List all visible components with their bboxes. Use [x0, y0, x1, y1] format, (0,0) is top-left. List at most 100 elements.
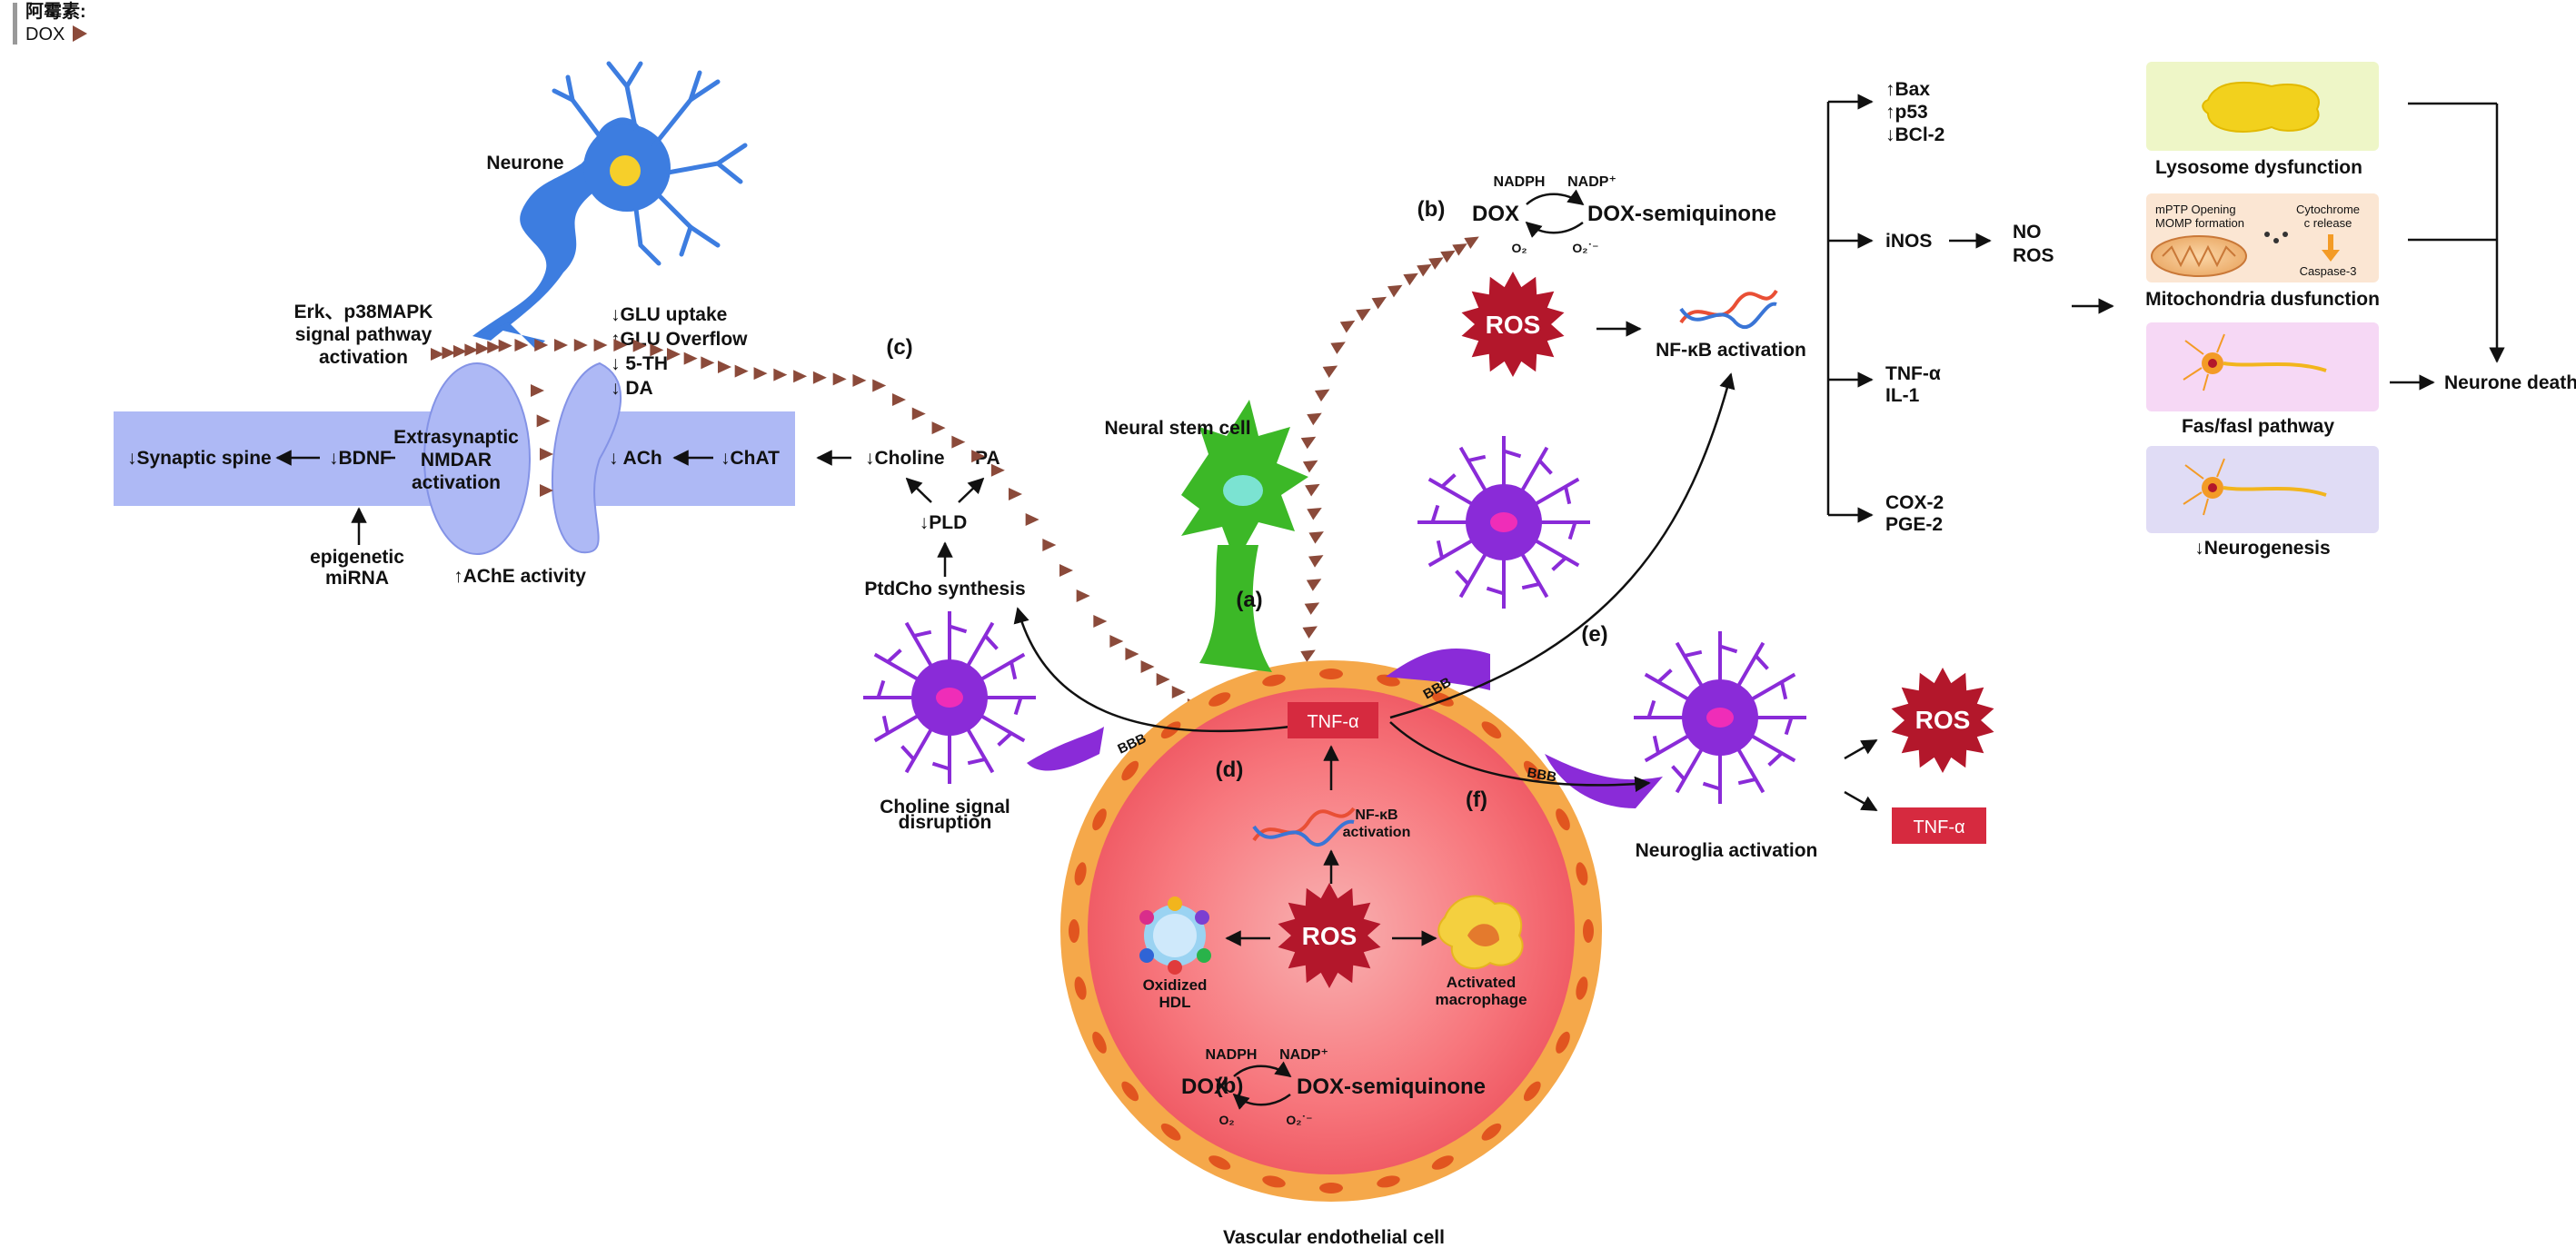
dox-marker: [540, 484, 553, 497]
glia-process: [948, 611, 968, 661]
ach-text: ↓ ACh: [609, 448, 662, 469]
glia-process: [873, 649, 920, 681]
dox-marker: [753, 367, 768, 381]
dox-marker: [1452, 243, 1467, 256]
mitochondria-panel: mPTP Opening MOMP formation Cytochrome c…: [2145, 193, 2380, 310]
vessel-arrow-forward: [1233, 1061, 1292, 1078]
dox-marker: [1330, 342, 1346, 354]
glia-nucleus: [1706, 708, 1734, 728]
endothelial-cell-nucleus: [1160, 721, 1181, 739]
bcl2-text: ↓BCl-2: [1885, 124, 1944, 145]
dox-marker: [734, 364, 749, 378]
glia-process: [980, 652, 1026, 681]
mito-text-4: c release: [2304, 216, 2352, 230]
dox-marker: [701, 356, 715, 370]
dox-marker: [1300, 436, 1317, 450]
glia-process: [1675, 641, 1704, 688]
endothelial-cell-nucleus: [1319, 1183, 1343, 1194]
glia-process: [1644, 669, 1690, 701]
mito-label: Mitochondria dusfunction: [2145, 289, 2380, 310]
dox-marker: [1302, 460, 1318, 473]
neuroglia-label: Neuroglia activation: [1636, 840, 1818, 861]
fas-bg: [2146, 322, 2379, 411]
endothelial-cell-nucleus: [1262, 674, 1286, 687]
glu-line-3: ↓ 5-TH: [611, 353, 668, 374]
vessel-caption: Vascular endothelial cell: [1223, 1227, 1445, 1248]
dox-marker: [1093, 615, 1108, 628]
endothelial-cell-nucleus: [1069, 919, 1079, 943]
label-c: (c): [886, 335, 912, 360]
glia-process: [863, 679, 913, 699]
activated-macrophage-icon: [1437, 895, 1524, 969]
postsynaptic-bulb: [552, 362, 622, 554]
dox-marker: [1322, 365, 1338, 379]
dendrites: [552, 61, 748, 266]
dox-marker: [773, 368, 788, 381]
lysosome-panel: Lysosome dysfunction: [2146, 62, 2379, 178]
endothelial-cell-nucleus: [1121, 760, 1139, 781]
endothelial-cell-nucleus: [1431, 1155, 1454, 1170]
chat-text: ↓ChAT: [721, 448, 780, 469]
dox-marker: [832, 372, 847, 386]
glia-process: [1502, 436, 1522, 486]
mito-text-5: Caspase-3: [2300, 264, 2357, 278]
top-nadph: NADPH: [1494, 174, 1546, 190]
glia-process: [1750, 734, 1796, 767]
legend-dox-label: DOX: [25, 25, 65, 45]
dox-marker: [531, 384, 544, 397]
bbb-foot-top: [1386, 649, 1490, 690]
dox-marker: [1403, 272, 1418, 286]
glia-top: [1417, 436, 1590, 609]
glia-process: [873, 714, 920, 743]
macrophage-line-1: Activated: [1447, 974, 1517, 991]
glia-process: [1534, 539, 1580, 571]
glia-process: [1644, 734, 1690, 763]
dox-marker: [475, 342, 490, 355]
ros-branch-text: ROS: [2013, 245, 2054, 266]
dox-marker: [1440, 250, 1456, 263]
bdnf-text: ↓BDNF: [329, 448, 392, 469]
vessel-arrow-back: [1232, 1093, 1291, 1110]
dox-marker: [1300, 649, 1316, 663]
dox-marker: [1417, 263, 1432, 277]
vessel-nfkb-line-1: NF-κB: [1355, 807, 1397, 823]
dox-marker: [911, 407, 926, 421]
endothelial-cell-nucleus: [1481, 721, 1502, 739]
dox-marker: [464, 343, 479, 357]
legend: 阿霉素: DOX: [13, 0, 87, 45]
dox-marker-icon: [73, 25, 87, 42]
dox-marker: [931, 421, 946, 435]
death-connectors: [2408, 102, 2497, 242]
neurogenesis-label: ↓Neurogenesis: [2194, 538, 2330, 559]
endothelial-cell-nucleus: [1583, 919, 1594, 943]
glia-ros-text: ROS: [1915, 706, 1971, 734]
glia-process: [1540, 520, 1590, 540]
dox-marker: [1308, 531, 1324, 544]
glia-process: [1427, 539, 1474, 568]
il1-text: IL-1: [1885, 385, 1920, 406]
glia-process: [1750, 672, 1796, 701]
dox-marker: [453, 344, 467, 358]
fas-panel: Fas/fasl pathway: [2146, 322, 2379, 437]
vessel-nadp: NADP⁺: [1279, 1047, 1328, 1063]
dox-marker: [971, 450, 986, 463]
fas-neuron-icon: [2183, 333, 2327, 391]
presynaptic-bulb: [423, 362, 531, 555]
vessel-tnf-text: TNF-α: [1307, 712, 1358, 732]
vessel-dox: DOX: [1181, 1075, 1228, 1099]
glia-tnf-text: TNF-α: [1913, 817, 1964, 837]
synaptic-spine-text: ↓Synaptic spine: [127, 448, 272, 469]
endothelial-cell-nucleus: [1319, 669, 1343, 679]
arrow-pld-pa: [958, 477, 985, 503]
glia-process: [931, 734, 951, 784]
arrow-pld-choline: [905, 477, 932, 503]
arrow-to-nfkb: [1389, 372, 1736, 719]
mito-down-arrow-icon: [2322, 234, 2340, 262]
glia-process: [1520, 552, 1549, 599]
dox-marker: [1305, 483, 1320, 497]
lysosome-icon: [2202, 81, 2320, 133]
mito-text-1: mPTP Opening: [2155, 203, 2236, 216]
dox-marker: [498, 339, 512, 352]
vessel-nfkb-line-2: activation: [1343, 825, 1411, 840]
